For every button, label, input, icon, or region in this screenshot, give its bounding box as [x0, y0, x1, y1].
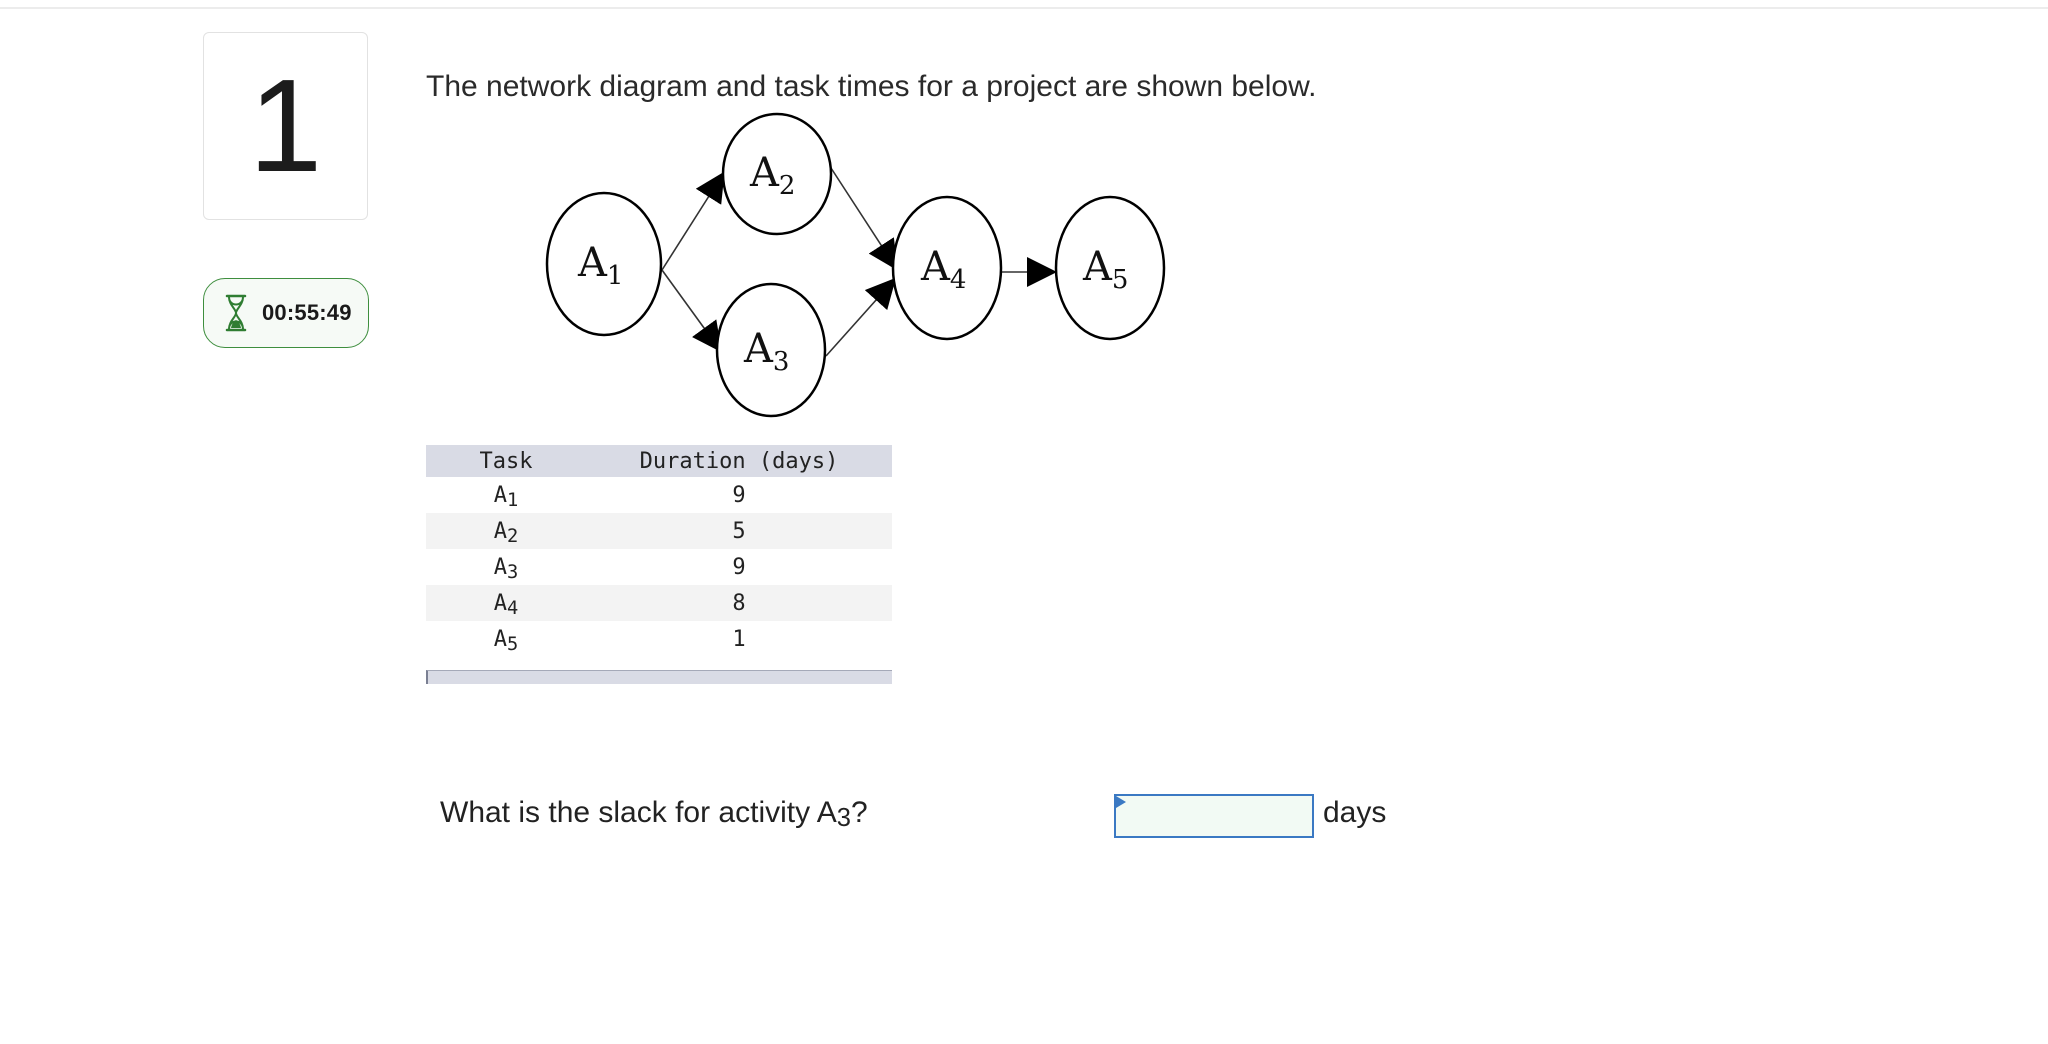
node-a5: A5: [1054, 195, 1166, 341]
duration-cell: 8: [586, 585, 892, 621]
edge-a2-a4: [830, 167, 898, 271]
table-row: A1 9: [426, 477, 892, 513]
svg-text:A1: A1: [577, 240, 623, 291]
table-footer-bar: [426, 670, 892, 684]
svg-text:A3: A3: [743, 326, 789, 377]
header-duration: Duration (days): [586, 445, 892, 477]
answer-unit: days: [1323, 796, 1387, 829]
node-a4: A4: [891, 195, 1003, 341]
table-row: A2 5: [426, 513, 892, 549]
node-a1: A1: [545, 191, 663, 337]
question-prompt: What is the slack for activity A3?: [440, 796, 868, 832]
top-divider: [0, 0, 2048, 9]
task-cell: A3: [493, 554, 519, 583]
question-number-box: 1: [203, 32, 368, 220]
table-row: A4 8: [426, 585, 892, 621]
edge-a1-a3: [661, 269, 722, 353]
duration-cell: 1: [732, 626, 746, 652]
input-flag-icon: [1116, 796, 1126, 808]
table-header-row: Task Duration (days): [426, 445, 892, 477]
question-intro: The network diagram and task times for a…: [426, 70, 1317, 103]
edge-a3-a4: [825, 277, 897, 357]
timer-badge: 00:55:49: [203, 278, 369, 348]
svg-text:A2: A2: [749, 150, 795, 201]
header-task: Task: [426, 445, 586, 477]
duration-cell: 9: [732, 554, 746, 580]
timer-value: 00:55:49: [262, 300, 352, 325]
node-a2: A2: [721, 112, 833, 236]
question-number: 1: [248, 52, 323, 199]
edge-a1-a2: [661, 171, 725, 271]
task-cell: A2: [426, 513, 586, 549]
table-row: A5 1: [426, 621, 892, 657]
task-cell: A5: [493, 626, 519, 655]
task-duration-table: Task Duration (days) A1 9 A2 5 A3 9 A4 8…: [426, 445, 892, 657]
duration-cell: 9: [732, 482, 746, 508]
svg-text:A4: A4: [920, 244, 966, 295]
task-cell: A4: [426, 585, 586, 621]
svg-text:A5: A5: [1082, 244, 1128, 295]
node-a3: A3: [715, 282, 827, 418]
table-row: A3 9: [426, 549, 892, 585]
duration-cell: 5: [586, 513, 892, 549]
hourglass-icon: [225, 294, 247, 332]
answer-input[interactable]: [1114, 794, 1314, 838]
network-diagram: A1 A2 A3 A4 A5: [545, 112, 1166, 418]
task-cell: A1: [493, 482, 519, 511]
